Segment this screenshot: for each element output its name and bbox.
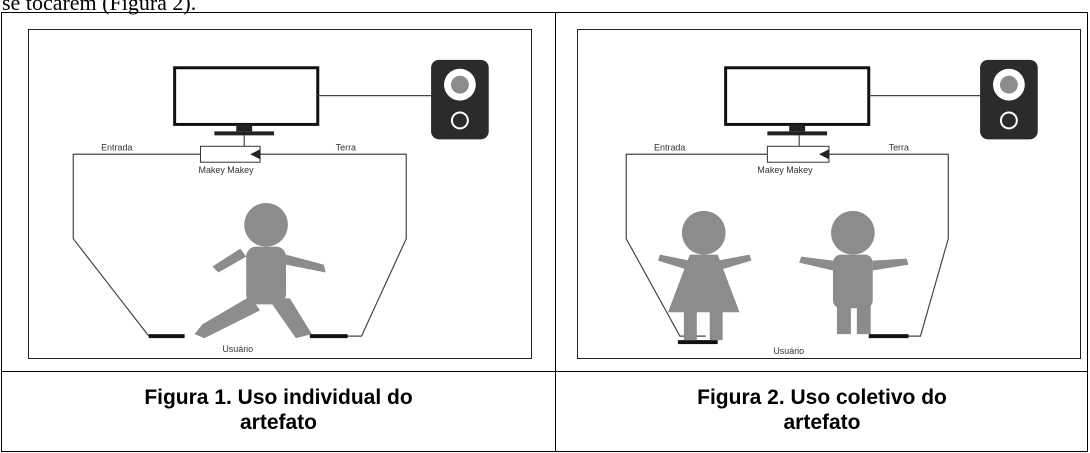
figure-table: Entrada Terra Makey Makey Usuário Figura… bbox=[1, 12, 1088, 452]
label-ground: Terra bbox=[336, 142, 356, 152]
figure-1-caption: Figura 1. Uso individual do artefato bbox=[2, 385, 555, 435]
figure-2-diagram: Entrada Terra Makey Makey Usuário bbox=[625, 59, 1038, 356]
label-input: Entrada bbox=[101, 142, 132, 152]
label-device: Makey Makey bbox=[757, 165, 813, 175]
column-divider bbox=[555, 13, 556, 451]
figure-1-image: Entrada Terra Makey Makey Usuário bbox=[28, 29, 532, 359]
figure-1-diagram: Entrada Terra Makey Makey Usuário bbox=[72, 59, 489, 354]
person-boy-icon bbox=[799, 210, 909, 335]
caption-1-line-2: artefato bbox=[239, 411, 318, 434]
label-user: Usuário bbox=[773, 346, 804, 356]
monitor-stand bbox=[789, 124, 806, 132]
input-wire bbox=[72, 153, 201, 337]
monitor-icon bbox=[724, 66, 871, 126]
ground-pad bbox=[868, 334, 909, 339]
person-girl-icon bbox=[658, 210, 752, 341]
person-icon bbox=[194, 202, 326, 339]
caption-2-line-1: Figura 2. Uso coletivo do bbox=[697, 386, 947, 409]
monitor-base bbox=[214, 131, 275, 136]
ground-wire bbox=[260, 153, 407, 337]
input-pad bbox=[148, 334, 185, 339]
preceding-text: se tocarem (Figura 2). bbox=[2, 0, 197, 15]
ground-wire bbox=[829, 153, 949, 337]
monitor-base bbox=[767, 131, 828, 136]
ground-pad bbox=[309, 334, 348, 339]
label-user: Usuário bbox=[222, 344, 253, 354]
figure-2-image: Entrada Terra Makey Makey Usuário bbox=[577, 29, 1081, 359]
label-device: Makey Makey bbox=[198, 165, 254, 175]
monitor-icon bbox=[173, 66, 320, 126]
caption-2-line-2: artefato bbox=[783, 411, 861, 434]
input-pad bbox=[677, 340, 718, 345]
label-ground: Terra bbox=[889, 142, 909, 152]
figure-2-caption: Figura 2. Uso coletivo do artefato bbox=[556, 385, 1088, 435]
monitor-stand bbox=[236, 124, 253, 132]
caption-1-line-1: Figura 1. Uso individual do bbox=[144, 386, 413, 409]
label-input: Entrada bbox=[654, 142, 685, 152]
row-divider bbox=[2, 371, 1087, 372]
